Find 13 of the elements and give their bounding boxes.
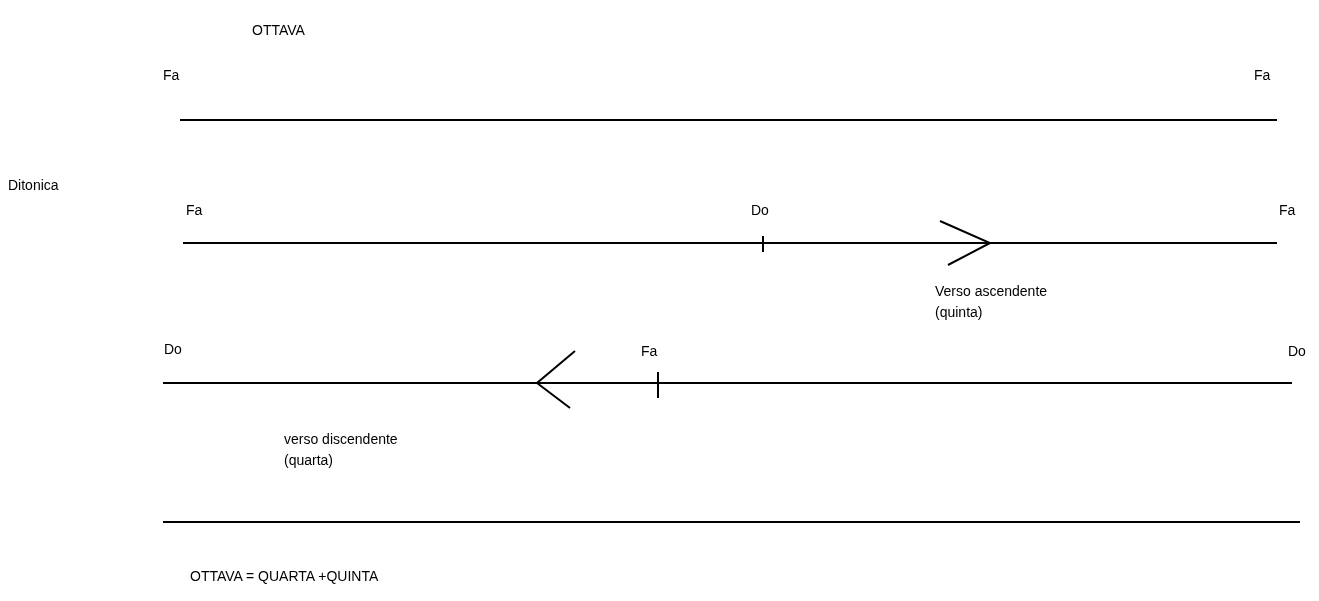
note-label: OTTAVA bbox=[252, 21, 305, 40]
note-label: Do bbox=[751, 201, 769, 220]
note-label: Fa bbox=[1254, 66, 1271, 85]
note-label: Do bbox=[164, 340, 182, 359]
note-label: OTTAVA = QUARTA +QUINTA bbox=[190, 567, 379, 586]
note-label: Do bbox=[1288, 342, 1306, 361]
note-label: Fa bbox=[163, 66, 180, 85]
note-label: Fa bbox=[186, 201, 203, 220]
note-label: verso discendente (quarta) bbox=[284, 430, 399, 470]
note-label: Ditonica bbox=[8, 176, 59, 195]
note-label: Verso ascendente (quinta) bbox=[935, 282, 1049, 322]
note-label: Fa bbox=[641, 342, 658, 361]
note-label: Fa bbox=[1279, 201, 1296, 220]
